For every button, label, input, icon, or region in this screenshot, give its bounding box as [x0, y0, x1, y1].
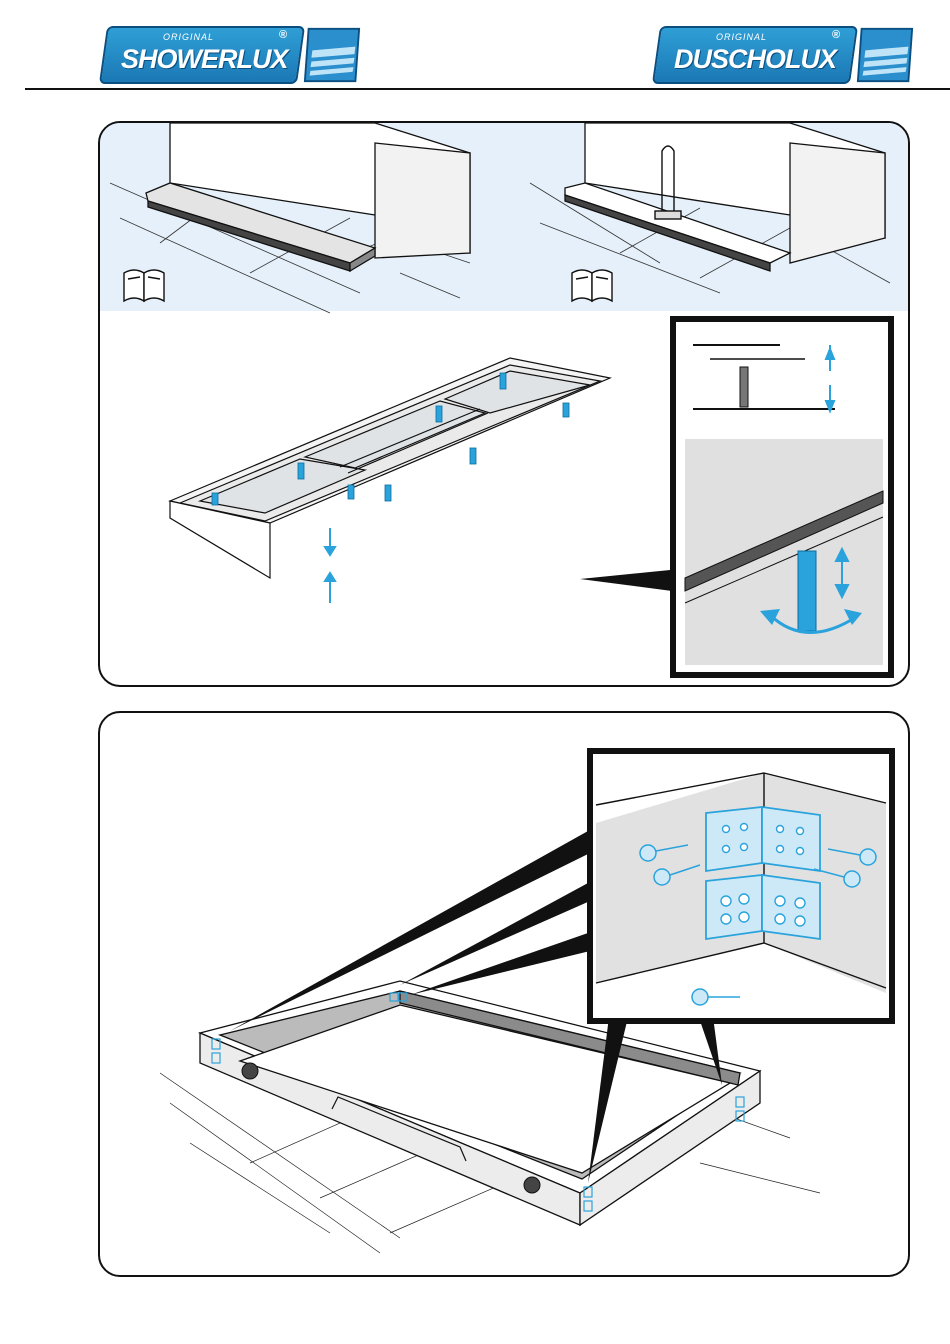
manual-book-icon [124, 270, 164, 301]
bracket-illustration [100, 713, 910, 1277]
logo-tile-icon [856, 26, 914, 84]
bracket-assembly-panel [98, 711, 910, 1277]
header-divider [25, 88, 950, 90]
logo-brand-name: SHOWERLUX [121, 44, 288, 75]
bracket-detail-callout [590, 751, 892, 1021]
logo-brand-name: DUSCHOLUX [674, 44, 836, 75]
logo-registered-mark: ® [832, 29, 840, 41]
bathtub-left [146, 123, 470, 271]
height-arrows [325, 528, 335, 603]
adjustable-base-frame [170, 358, 610, 578]
showerlux-logo: ORIGINAL SHOWERLUX ® [103, 26, 365, 84]
manual-book-icon [572, 270, 612, 301]
logo-tile-icon [303, 26, 361, 84]
pipe-hole [242, 1063, 258, 1079]
pipe-hole [524, 1177, 540, 1193]
logo-small-text: ORIGINAL [163, 32, 214, 42]
duscholux-logo: ORIGINAL DUSCHOLUX ® [656, 26, 918, 84]
bathtub-right [565, 123, 885, 271]
logo-small-text: ORIGINAL [716, 32, 767, 42]
leveling-illustration [100, 123, 910, 687]
foot-detail-callout [580, 319, 891, 675]
logo-registered-mark: ® [279, 29, 287, 41]
leveling-instruction-panel [98, 121, 910, 687]
